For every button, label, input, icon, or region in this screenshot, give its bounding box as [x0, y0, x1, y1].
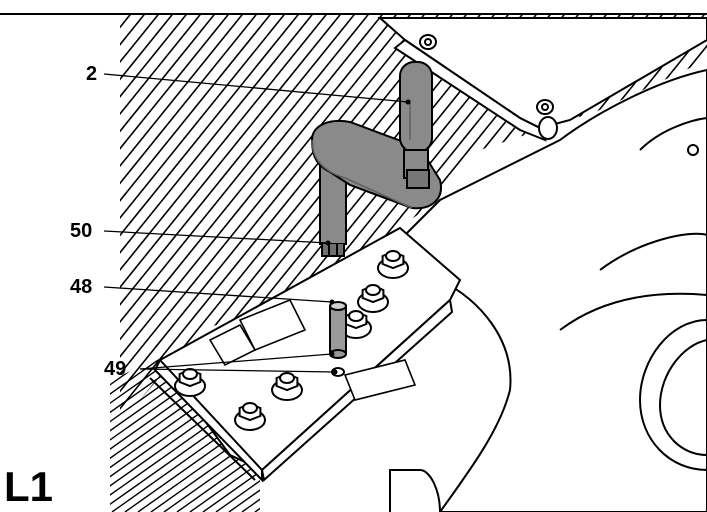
leader-dots: [325, 99, 411, 375]
guide-rail: [377, 17, 707, 142]
callout-48: 48: [70, 276, 93, 298]
hex-nut: [174, 368, 206, 397]
hatch-line: [0, 0, 100, 512]
hatch-line: [120, 14, 269, 420]
hatch-line: [120, 14, 297, 420]
hatch-line: [0, 0, 30, 512]
figure-id-label: L1: [4, 463, 54, 510]
hatch-line: [120, 14, 507, 420]
hatch-line: [110, 350, 260, 512]
machine-housing: [389, 68, 707, 512]
tool-2-wrench: [310, 61, 442, 257]
hatch-line: [124, 350, 260, 512]
nut-row-upper: [340, 250, 409, 339]
hatch-line: [120, 14, 283, 420]
hatch-line: [111, 350, 260, 512]
hatch-line: [0, 0, 72, 512]
hatch-line: [120, 14, 227, 420]
hatch-line: [120, 14, 437, 420]
hatch-line: [120, 14, 325, 420]
hatch-line: [150, 350, 260, 512]
hatch-line: [120, 14, 395, 420]
hatch-line: [120, 14, 465, 420]
hatch-line: [0, 0, 16, 512]
hatch-line: [176, 350, 260, 512]
nut-row-lower: [174, 368, 303, 431]
hatch-line: [120, 14, 521, 420]
hatch-line: [0, 0, 44, 512]
hatch-line: [120, 14, 241, 420]
hatch-line: [110, 350, 260, 512]
hatch-line: [120, 14, 381, 420]
hatch-line: [163, 350, 260, 512]
hatch-line: [120, 14, 129, 420]
hatch-line: [189, 350, 260, 512]
hatch-line: [110, 350, 260, 512]
nut-top-2: [536, 99, 554, 115]
callout-50: 50: [70, 220, 93, 242]
hatch-line: [120, 14, 199, 420]
hatch-line: [0, 0, 2, 512]
hatch-line: [137, 350, 260, 512]
hex-nut: [234, 402, 266, 431]
callout-49: 49: [104, 358, 127, 380]
callout-2: 2: [86, 63, 98, 85]
hex-nut: [271, 372, 303, 401]
hatch-line: [120, 14, 353, 420]
hatch-line: [120, 14, 423, 420]
hatch-line: [120, 14, 213, 420]
hatch-line: [120, 14, 255, 420]
hatch-line: [120, 14, 451, 420]
hex-nut: [357, 284, 389, 313]
hatch-line: [120, 14, 367, 420]
hatch-line: [0, 0, 58, 512]
leader-lines: [103, 73, 409, 373]
hatch-line: [110, 350, 260, 512]
hex-nut: [377, 250, 409, 279]
hatch-line: [120, 14, 143, 420]
hatch-line: [110, 350, 260, 512]
tray-slots: [208, 298, 417, 401]
hatch-line: [120, 14, 409, 420]
hatch-line: [120, 14, 339, 420]
hatch-line: [110, 350, 260, 512]
hatch-line: [0, 0, 86, 512]
nut-top-1: [419, 34, 437, 50]
